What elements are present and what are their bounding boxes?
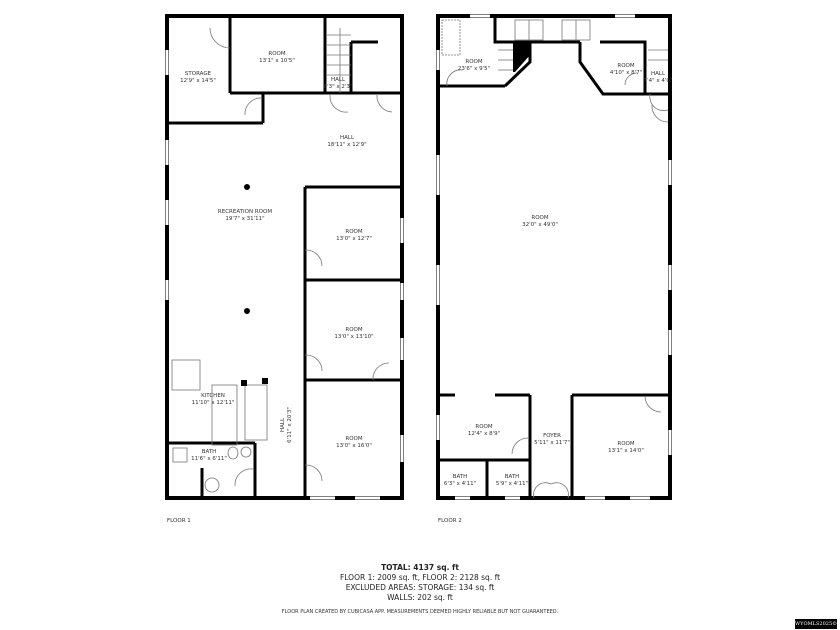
room-label: BATH: [453, 474, 468, 480]
room-dimensions: 7'4" x 4'0": [644, 78, 673, 84]
room-dimensions: 6'3" x 4'11": [444, 481, 476, 487]
room-label: HALL: [651, 71, 666, 77]
room-label: BATH: [202, 449, 217, 455]
floor-2-label: FLOOR 2: [438, 518, 462, 524]
summary-walls: WALLS: 202 sq. ft: [387, 593, 453, 602]
floor-1-outer-wall: [165, 14, 404, 500]
room-label: ROOM: [617, 63, 634, 69]
room-dimensions: 11'10" x 12'11": [192, 400, 235, 406]
floor-1-room-labels: ROOM 13'1" x 10'5" STORAGE 12'9" x 14'5"…: [180, 51, 374, 462]
floor-1-doors: [171, 27, 393, 493]
room-dimensions: 13'1" x 14'0": [608, 448, 644, 454]
room-label: ROOM: [465, 59, 482, 65]
floor-2-room-labels: ROOM 23'6" x 9'5" ROOM 4'10" x 8'7" HALL…: [444, 59, 673, 487]
room-label: ROOM: [345, 229, 362, 235]
room-label: FOYER: [543, 433, 561, 439]
room-dimensions: 18'11" x 12'9": [327, 142, 366, 148]
room-label: ROOM: [345, 436, 362, 442]
room-label: BATH: [505, 474, 520, 480]
floor-1-stairs: [327, 28, 351, 93]
room-dimensions: 5'11" x 11'7": [534, 440, 570, 446]
room-label: KITCHEN: [201, 393, 225, 399]
room-label: ROOM: [345, 327, 362, 333]
room-dimensions: 8'3" x 2'3": [324, 84, 353, 90]
room-dimensions: 23'6" x 9'5": [458, 66, 490, 72]
floor-2-windows: [436, 14, 672, 500]
room-dimensions: 13'0" x 13'10": [334, 334, 373, 340]
floor-2-doors: [446, 69, 669, 499]
room-label: ROOM: [617, 441, 634, 447]
room-dimensions: 13'0" x 16'0": [336, 443, 372, 449]
room-dimensions: 13'0" x 12'7": [336, 236, 372, 242]
floor-2-plan: ROOM 23'6" x 9'5" ROOM 4'10" x 8'7" HALL…: [436, 14, 673, 524]
room-label: HALL: [331, 77, 346, 83]
floor-2-interior-walls: [438, 16, 670, 498]
floor-2-chimney: [513, 42, 530, 72]
room-label: ROOM: [531, 215, 548, 221]
summary-excluded: EXCLUDED AREAS: STORAGE: 134 sq. ft: [345, 583, 495, 592]
floor-1-windows: [165, 50, 404, 500]
room-dimensions: 4'10" x 8'7": [610, 70, 642, 76]
room-label: STORAGE: [185, 71, 212, 77]
room-dimensions: 32'0" x 49'0": [522, 222, 558, 228]
disclaimer: FLOOR PLAN CREATED BY CUBICASA APP. MEAS…: [281, 609, 559, 615]
room-dimensions: 11'6" x 6'11": [191, 456, 227, 462]
room-label: RECREATION ROOM: [218, 209, 272, 215]
room-dimensions: 13'1" x 10'5": [259, 58, 295, 64]
floor-1-plan: ROOM 13'1" x 10'5" STORAGE 12'9" x 14'5"…: [165, 14, 404, 524]
floor-1-columns: [241, 184, 268, 386]
room-dimensions: 19'7" x 31'11": [225, 216, 264, 222]
floor-1-label: FLOOR 1: [167, 518, 191, 524]
room-dimensions: 5'9" x 4'11": [496, 481, 528, 487]
room-label: HALL: [280, 417, 286, 432]
room-label: HALL: [340, 135, 355, 141]
floor-2-outer-wall: [436, 14, 672, 500]
room-dimensions: 6'11" x 20'3": [287, 407, 293, 443]
room-dimensions: 12'9" x 14'5": [180, 78, 216, 84]
room-dimensions: 12'4" x 8'9": [468, 431, 500, 437]
room-label: ROOM: [475, 424, 492, 430]
summary-total: TOTAL: 4137 sq. ft: [381, 563, 459, 572]
mls-watermark-badge: WYOMLS2025©: [795, 619, 838, 629]
floor-2-stairs: [441, 19, 668, 71]
room-label: ROOM: [268, 51, 285, 57]
floor-1-interior-walls: [167, 16, 402, 498]
summary-floors: FLOOR 1: 2009 sq. ft, FLOOR 2: 2128 sq. …: [339, 573, 501, 582]
